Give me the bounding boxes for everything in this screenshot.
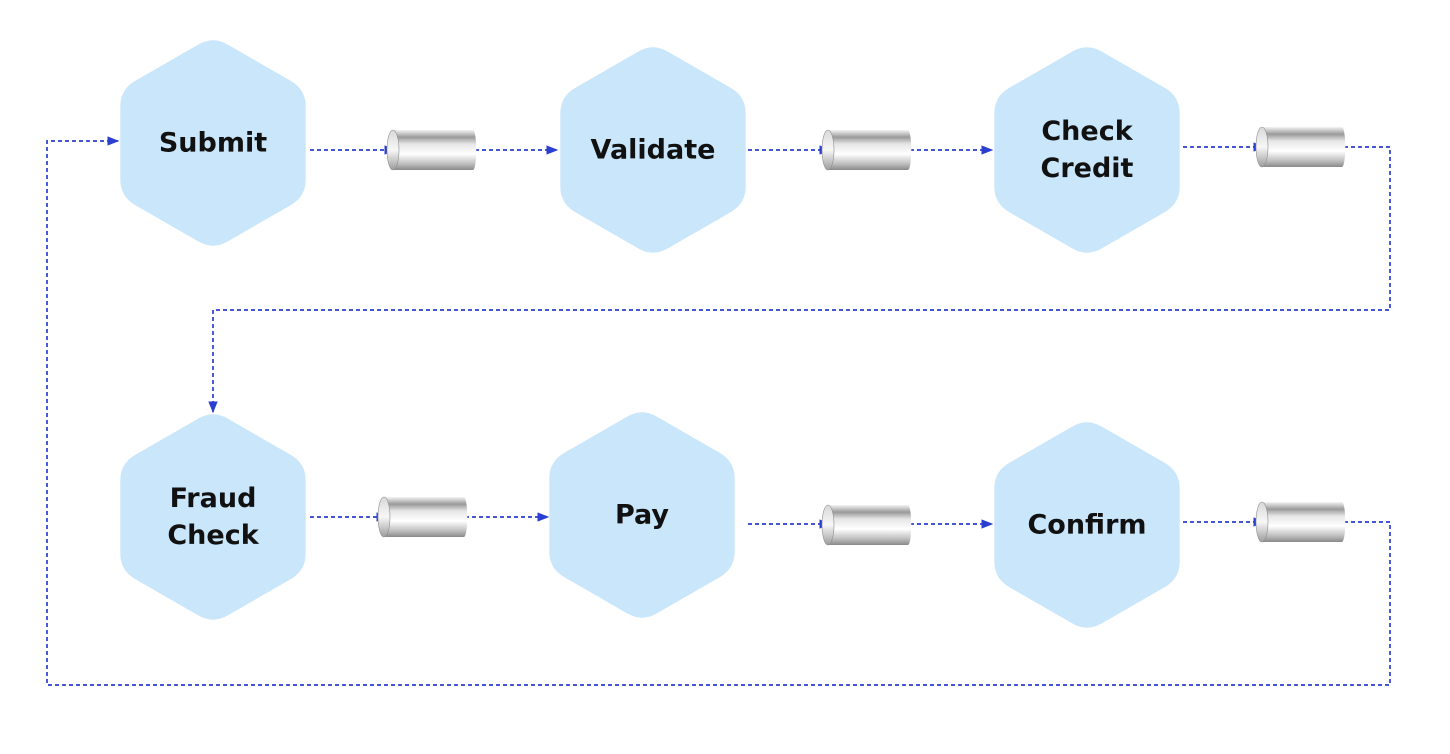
cylinder-queue-icon	[1255, 501, 1346, 543]
queue-end	[469, 130, 477, 170]
node-label-submit: Submit	[159, 128, 267, 159]
queue-cap	[821, 129, 835, 171]
node-pay: Pay	[549, 412, 735, 618]
cylinder-queue-icon	[821, 504, 912, 546]
hexagon-check-credit	[994, 47, 1180, 253]
queue-end	[904, 130, 912, 170]
node-submit: Submit	[120, 40, 306, 246]
queue-cap	[821, 504, 835, 546]
queue-body	[393, 130, 473, 170]
node-label-fraud-check: Fraud	[170, 483, 257, 514]
queue-body	[828, 130, 908, 170]
queue-body	[1262, 127, 1342, 167]
cylinder-queue-icon	[386, 129, 477, 171]
hexagon-confirm	[994, 422, 1180, 628]
cylinder-queue-icon	[1255, 126, 1346, 168]
connectors	[46, 136, 1391, 686]
node-label-validate: Validate	[591, 135, 716, 166]
hexagon-validate	[560, 47, 746, 253]
queue-cap	[1255, 501, 1269, 543]
queue-end	[904, 505, 912, 545]
queue-body	[1262, 502, 1342, 542]
node-label-check-credit: Credit	[1041, 153, 1134, 184]
queue-end	[460, 497, 468, 537]
hexagon-pay	[549, 412, 735, 618]
node-confirm: Confirm	[994, 422, 1180, 628]
queue-cap	[377, 496, 391, 538]
cylinder-queue-icon	[377, 496, 468, 538]
node-label-fraud-check: Check	[167, 520, 259, 551]
queues	[377, 126, 1346, 546]
cylinder-queue-icon	[821, 129, 912, 171]
node-validate: Validate	[560, 47, 746, 253]
hexagon-fraud-check	[120, 414, 306, 620]
flow-queue-6-to-submit	[46, 136, 1391, 686]
node-label-check-credit: Check	[1041, 116, 1133, 147]
queue-cap	[386, 129, 400, 171]
queue-body	[828, 505, 908, 545]
queue-body	[384, 497, 464, 537]
node-label-confirm: Confirm	[1027, 510, 1146, 541]
flow-queue-3-to-fraud-check	[208, 146, 1391, 414]
queue-end	[1338, 502, 1346, 542]
node-label-pay: Pay	[615, 500, 669, 531]
queue-cap	[1255, 126, 1269, 168]
queue-end	[1338, 127, 1346, 167]
hexagon-submit	[120, 40, 306, 246]
